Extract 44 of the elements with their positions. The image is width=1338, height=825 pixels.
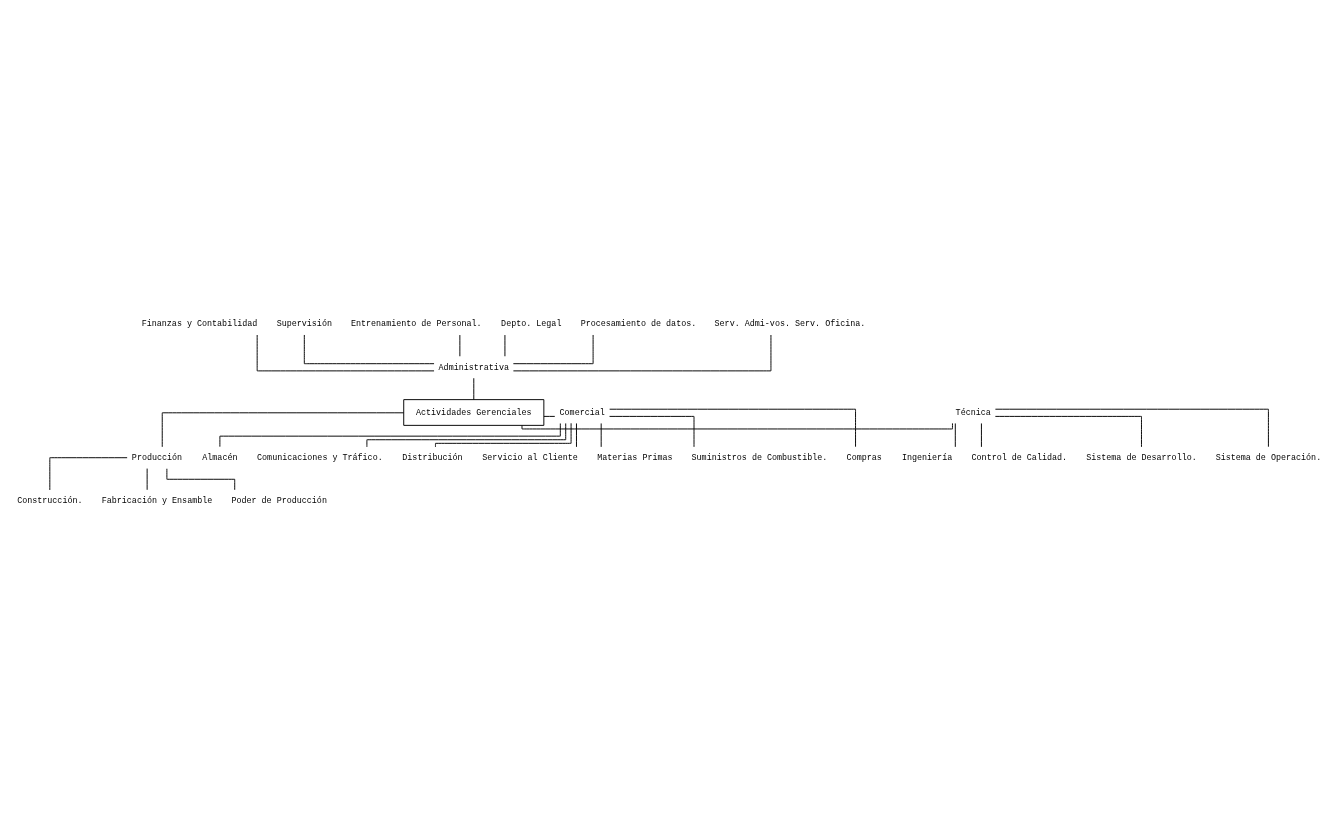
connector [609,415,695,448]
node-text: Materias Primas [597,452,673,463]
connector [161,412,405,448]
node-text: Servicio al Cliente [482,452,578,463]
connector [609,408,856,448]
node-text: Control de Calidad. [971,452,1068,463]
node-text: Finanzas y Contabilidad [141,319,258,330]
connector [434,422,572,448]
node-text: Comunicaciones y Tráfico. [257,452,383,463]
node-text: Administrativa [438,362,509,373]
node-text: Almacén [202,452,238,463]
node-text: Serv. Admi-vos. Serv. Oficina. [714,319,866,330]
node-text: Poder de Producción [231,496,327,507]
connector [994,408,1269,448]
connector [954,422,956,448]
connector [543,415,556,417]
node-text: Procesamiento de datos. [580,319,697,330]
node-text: Depto. Legal [501,319,562,330]
node-text: Supervisión [276,319,332,330]
node-text: Comercial [559,407,605,418]
connector [49,457,128,491]
node-text: Producción [131,452,183,463]
connector [521,422,953,430]
connector [366,422,567,448]
connector [994,415,1142,448]
node-text: Sistema de Operación. [1215,452,1322,463]
node-text: Construcción. [17,496,83,507]
node-text: Ingeniería [901,452,953,463]
connector [303,334,435,365]
connector [512,334,594,365]
node-text: Técnica [955,407,991,418]
node-box: Actividades Gerenciales [403,399,545,426]
connector [512,334,772,372]
connector [600,422,602,448]
node-text: Fabricación y Ensamble [101,496,213,507]
connector [576,422,577,448]
node-text: Compras [846,452,882,463]
connector [473,377,475,401]
node-text: Suministros de Combustible. [691,452,828,463]
node-text: Sistema de Desarrollo. [1086,452,1197,463]
connector [980,422,982,448]
node-text: Entrenamiento de Personal. [350,319,482,330]
connector [256,334,435,372]
node-text: Distribución [402,452,463,463]
